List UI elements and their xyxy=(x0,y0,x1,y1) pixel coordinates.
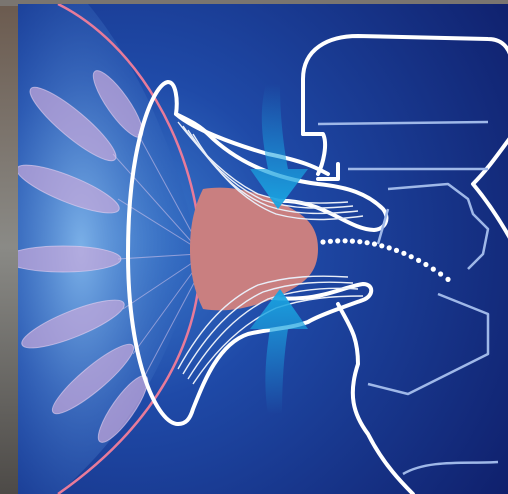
milk-flow-dot xyxy=(365,240,370,245)
milk-flow-dot xyxy=(416,258,421,263)
milk-flow-dot xyxy=(401,251,406,256)
milk-flow-dot xyxy=(372,241,377,246)
milk-flow-dot xyxy=(387,245,392,250)
milk-lobe xyxy=(18,246,121,272)
milk-flow-dot xyxy=(394,248,399,253)
milk-flow-dot xyxy=(431,267,436,272)
diagram-panel xyxy=(18,4,508,494)
milk-flow-dot xyxy=(409,254,414,259)
milk-flow-dot xyxy=(379,243,384,248)
milk-flow-dot xyxy=(320,239,325,244)
milk-flow-dot xyxy=(328,239,333,244)
milk-flow-dot xyxy=(350,239,355,244)
milk-flow-dot xyxy=(357,239,362,244)
milk-flow-dot xyxy=(343,238,348,243)
milk-flow-dot xyxy=(423,262,428,267)
milk-flow-dot xyxy=(445,277,450,282)
breastfeeding-latch-diagram xyxy=(18,4,508,494)
milk-flow-dot xyxy=(335,238,340,243)
milk-flow-dot xyxy=(438,271,443,276)
